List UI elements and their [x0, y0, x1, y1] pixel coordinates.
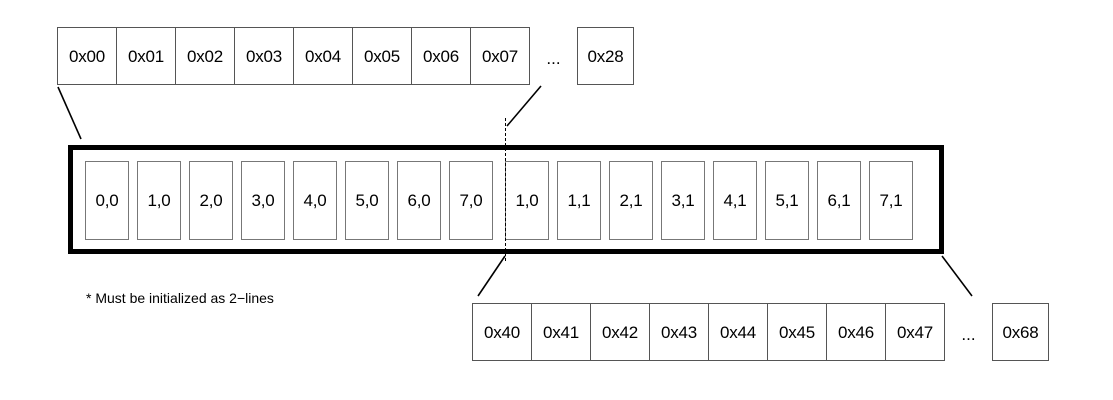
top-address-cell-0[interactable]: 0x00 — [57, 27, 117, 85]
cache-line-cell-6[interactable]: 6,0 — [397, 161, 441, 240]
top-address-cell-2[interactable]: 0x02 — [175, 27, 235, 85]
cache-line-cell-11[interactable]: 3,1 — [661, 161, 705, 240]
bottom-address-cell-4[interactable]: 0x44 — [708, 303, 768, 361]
bottom-address-cell-0[interactable]: 0x40 — [472, 303, 532, 361]
line-split-marker — [505, 118, 506, 261]
top-address-strip: 0x00 0x01 0x02 0x03 0x04 0x05 0x06 0x07 … — [57, 27, 634, 85]
bottom-address-strip: 0x40 0x41 0x42 0x43 0x44 0x45 0x46 0x47 … — [472, 303, 1049, 361]
top-address-cell-5[interactable]: 0x05 — [352, 27, 412, 85]
top-address-cell-6[interactable]: 0x06 — [411, 27, 471, 85]
cache-line-cell-9[interactable]: 1,1 — [557, 161, 601, 240]
top-address-cell-7[interactable]: 0x07 — [470, 27, 530, 85]
footnote-text: * Must be initialized as 2−lines — [86, 290, 274, 306]
cache-line-cell-7[interactable]: 7,0 — [449, 161, 493, 240]
cache-line-cell-4[interactable]: 4,0 — [293, 161, 337, 240]
cache-line-cell-12[interactable]: 4,1 — [713, 161, 757, 240]
cache-line-cell-15[interactable]: 7,1 — [869, 161, 913, 240]
bottom-address-ellipsis: ... — [961, 325, 976, 344]
cache-line-cell-5[interactable]: 5,0 — [345, 161, 389, 240]
cache-line-cell-8[interactable]: 1,0 — [505, 161, 549, 240]
top-address-cell-1[interactable]: 0x01 — [116, 27, 176, 85]
connector-top-left — [57, 86, 82, 140]
connector-top-right — [506, 85, 542, 127]
connector-bottom-right — [941, 255, 973, 297]
top-address-ellipsis: ... — [546, 49, 561, 68]
cache-line-cell-0[interactable]: 0,0 — [85, 161, 129, 240]
bottom-address-cell-2[interactable]: 0x42 — [590, 303, 650, 361]
bottom-address-cell-7[interactable]: 0x47 — [885, 303, 945, 361]
cache-line-cell-3[interactable]: 3,0 — [241, 161, 285, 240]
cache-line-cell-10[interactable]: 2,1 — [609, 161, 653, 240]
connector-bottom-left — [477, 255, 506, 297]
top-address-cell-last[interactable]: 0x28 — [577, 27, 634, 85]
top-address-cell-3[interactable]: 0x03 — [234, 27, 294, 85]
top-address-cell-4[interactable]: 0x04 — [293, 27, 353, 85]
cache-line-cell-13[interactable]: 5,1 — [765, 161, 809, 240]
cache-line-cell-1[interactable]: 1,0 — [137, 161, 181, 240]
bottom-address-cell-5[interactable]: 0x45 — [767, 303, 827, 361]
cache-line-cells: 0,0 1,0 2,0 3,0 4,0 5,0 6,0 7,0 1,0 1,1 … — [85, 161, 913, 240]
bottom-address-cell-3[interactable]: 0x43 — [649, 303, 709, 361]
cache-line-cell-2[interactable]: 2,0 — [189, 161, 233, 240]
cache-line-cell-14[interactable]: 6,1 — [817, 161, 861, 240]
bottom-address-cell-1[interactable]: 0x41 — [531, 303, 591, 361]
bottom-address-cell-6[interactable]: 0x46 — [826, 303, 886, 361]
bottom-address-cell-last[interactable]: 0x68 — [992, 303, 1049, 361]
